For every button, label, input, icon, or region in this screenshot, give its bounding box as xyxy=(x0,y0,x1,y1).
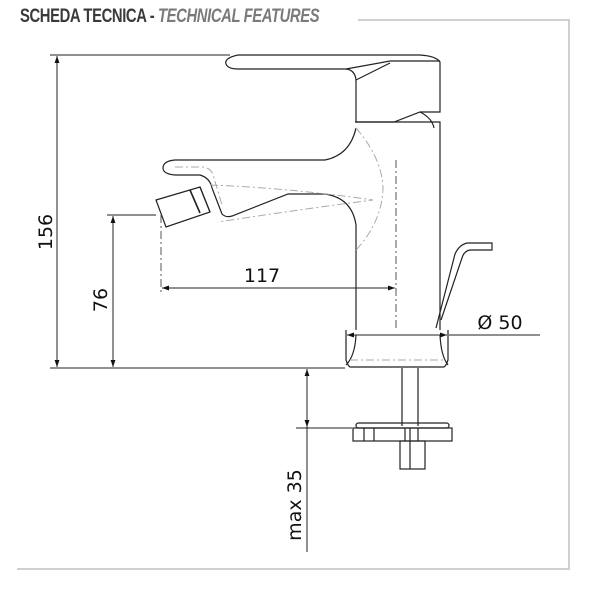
dim-base-diameter: Ø 50 xyxy=(477,312,522,334)
section-title: SCHEDA TECNICA - TECHNICAL FEATURES xyxy=(20,6,320,30)
title-separator: - xyxy=(146,6,159,27)
dimension-lines xyxy=(50,54,540,552)
frame-border xyxy=(17,19,570,570)
hidden-lines xyxy=(160,127,444,361)
title-english: TECHNICAL FEATURES xyxy=(158,6,320,27)
title-italian: SCHEDA TECNICA xyxy=(20,6,147,27)
dim-spout-projection: 117 xyxy=(244,265,280,287)
faucet-outline xyxy=(155,54,493,470)
dim-total-height: 156 xyxy=(35,214,57,250)
dim-max-deck-thickness: max 35 xyxy=(284,469,306,541)
dim-spout-height: 76 xyxy=(90,288,112,312)
